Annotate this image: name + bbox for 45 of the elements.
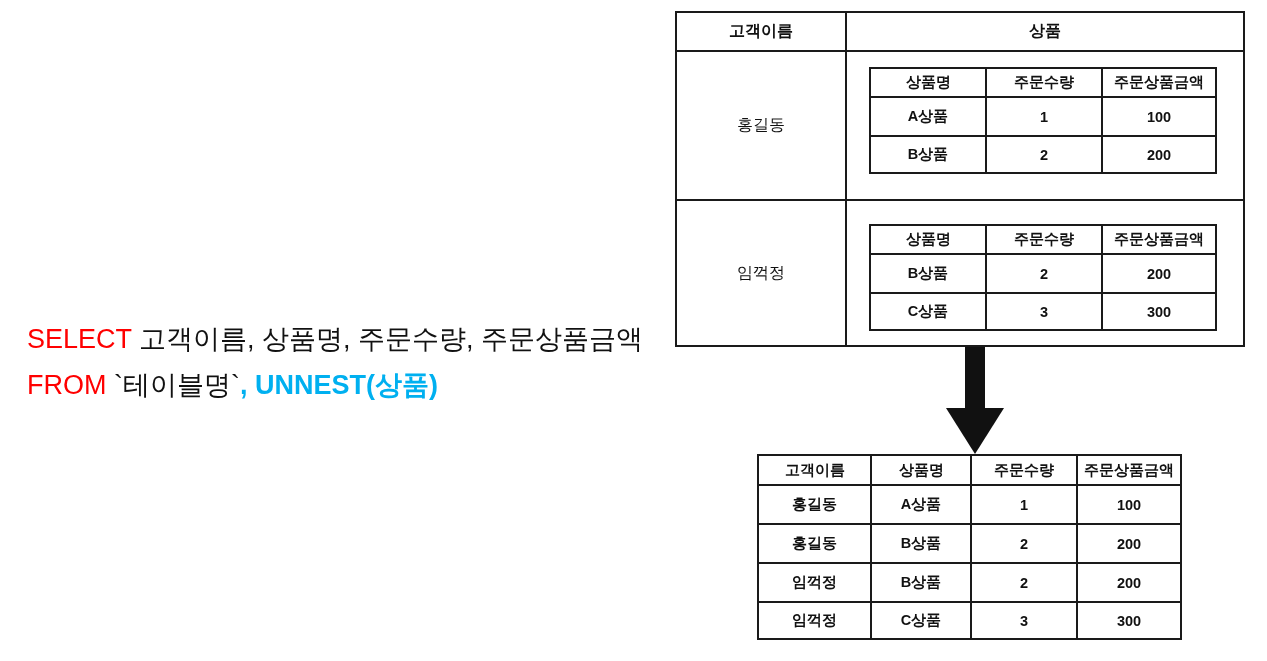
header-cell: 고객이름 (757, 454, 872, 486)
header-cell: 주문상품금액 (1076, 454, 1182, 486)
arrow (946, 347, 1004, 454)
table-cell: A상품 (870, 484, 972, 525)
table-cell: 2 (970, 523, 1078, 564)
table-cell: 300 (1076, 601, 1182, 640)
table-cell: A상품 (869, 96, 987, 137)
table-cell: 홍길동 (675, 50, 847, 201)
table-cell: 홍길동 (757, 484, 872, 525)
table-cell: 홍길동 (757, 523, 872, 564)
header-cell: 상품명 (870, 454, 972, 486)
table-cell: 임꺽정 (757, 601, 872, 640)
table-cell: B상품 (869, 135, 987, 174)
table-cell: 100 (1076, 484, 1182, 525)
table-cell: 임꺽정 (675, 199, 847, 347)
table-cell: 2 (970, 562, 1078, 603)
table-cell: B상품 (869, 253, 987, 294)
table-cell: 200 (1101, 135, 1217, 174)
code-line: SELECT 고객이름, 상품명, 주문수량, 주문상품금액 (27, 323, 644, 356)
header-cell: 주문수량 (985, 67, 1103, 98)
header-cell: 주문수량 (985, 224, 1103, 255)
table-cell: C상품 (870, 601, 972, 640)
table-cell: B상품 (870, 562, 972, 603)
header-cell: 주문상품금액 (1101, 67, 1217, 98)
header-cell: 상품 (845, 11, 1245, 52)
table-cell: C상품 (869, 292, 987, 331)
header-cell: 고객이름 (675, 11, 847, 52)
header-cell: 상품명 (869, 224, 987, 255)
table-cell: 3 (970, 601, 1078, 640)
table-cell: 1 (985, 96, 1103, 137)
table-cell: 1 (970, 484, 1078, 525)
table-cell: 3 (985, 292, 1103, 331)
table-cell: 200 (1076, 523, 1182, 564)
table-cell: 200 (1101, 253, 1217, 294)
table-cell: 100 (1101, 96, 1217, 137)
table-cell: B상품 (870, 523, 972, 564)
table-cell: 2 (985, 253, 1103, 294)
table-cell: 임꺽정 (757, 562, 872, 603)
header-cell: 주문수량 (970, 454, 1078, 486)
table-cell: 2 (985, 135, 1103, 174)
header-cell: 주문상품금액 (1101, 224, 1217, 255)
table-cell: 200 (1076, 562, 1182, 603)
table-cell: 300 (1101, 292, 1217, 331)
code-line: FROM `테이블명`, UNNEST(상품) (27, 369, 438, 402)
header-cell: 상품명 (869, 67, 987, 98)
